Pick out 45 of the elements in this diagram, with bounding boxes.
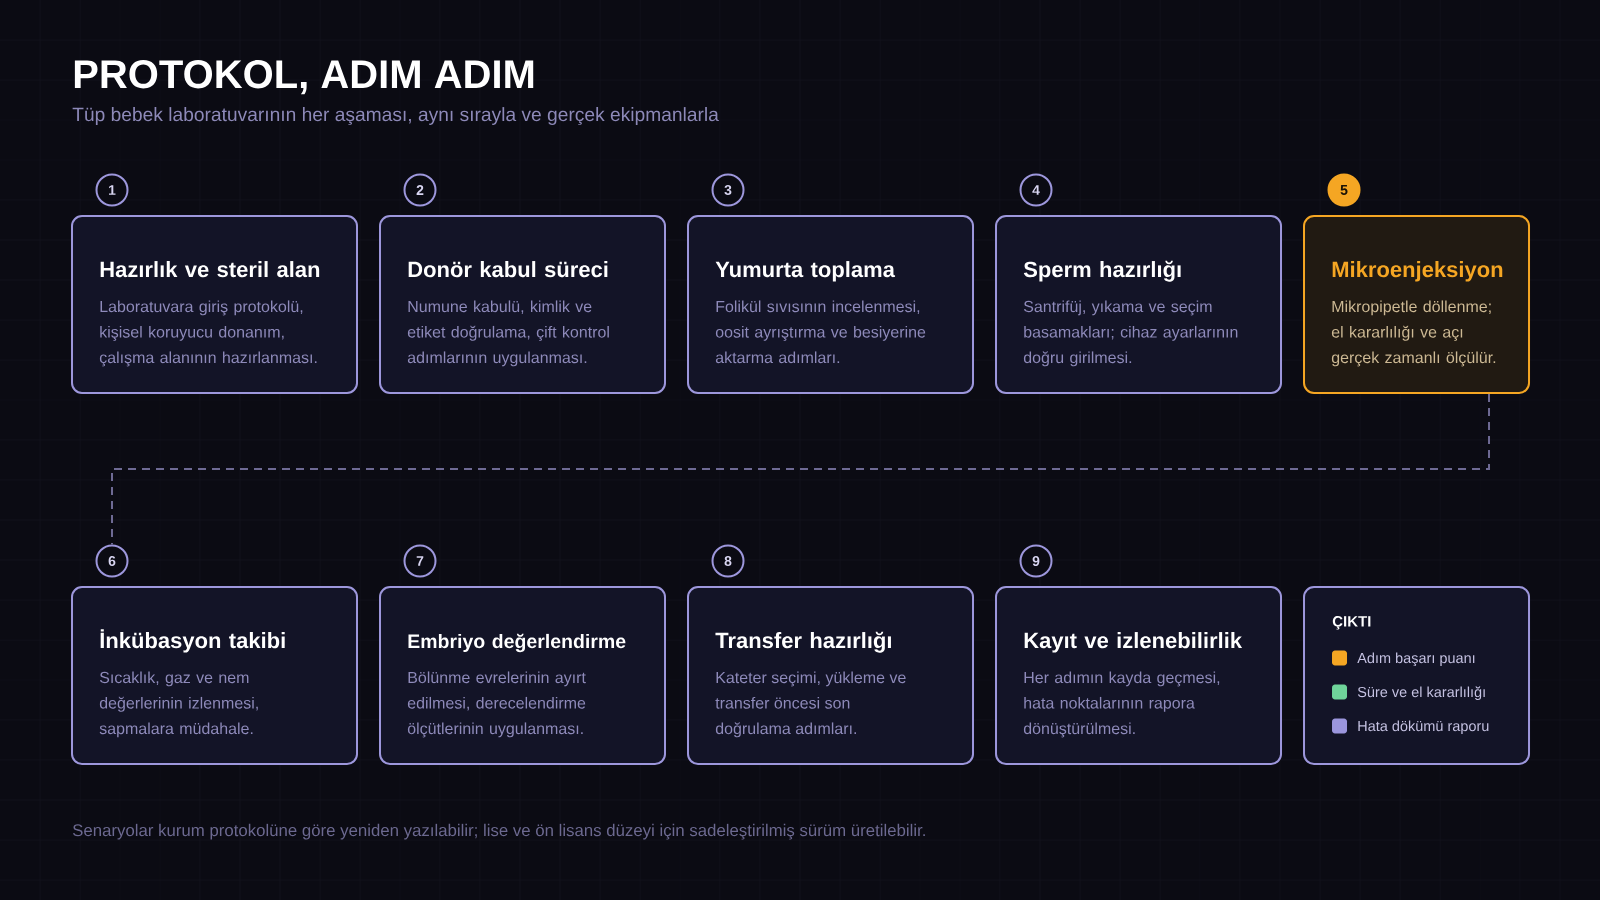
card-title: Mikroenjeksiyon bbox=[1332, 261, 1503, 282]
card-title: Sperm hazırlığı bbox=[1023, 260, 1181, 282]
card-description: Kateter seçimi, yükleme ve transfer öncesi son doğrulama adımları. bbox=[715, 671, 906, 738]
card-description: Santrifüj, yıkama ve seçim basamakları; cihaz ayarlarının doğru girilmesi. bbox=[1023, 300, 1238, 367]
card-title: Donör kabul süreci bbox=[408, 261, 608, 278]
card-title: Embriyo değerlendirme bbox=[408, 633, 626, 653]
card-description: Laboratuvara giriş protokolü, kişisel koruyucu donanım, çalışma alanının hazırlanması. bbox=[99, 300, 317, 367]
legend-label: Hata dökümü raporu bbox=[1358, 720, 1489, 734]
step-number: 7 bbox=[403, 544, 437, 578]
step-number: 6 bbox=[95, 544, 129, 578]
footnote: Senaryolar kurum protokolüne göre yeniden yazılabilir; lise ve ön lisans düzeyi için sadeleştirilmiş sürüm üretilebilir. bbox=[72, 823, 925, 840]
card-description: Mikropipetle döllenme; el kararlılığı ve açı gerçek zamanlı ölçülür. bbox=[1331, 300, 1496, 367]
step-card bbox=[995, 215, 1282, 394]
legend-card bbox=[1303, 586, 1530, 765]
step-number: 9 bbox=[1019, 544, 1053, 578]
legend-label: Süre ve el kararlılığı bbox=[1357, 686, 1485, 700]
step-card bbox=[995, 586, 1282, 765]
step-card bbox=[71, 586, 358, 765]
card-title: Yumurta toplama bbox=[715, 261, 896, 282]
step-number: 4 bbox=[1019, 173, 1053, 207]
step-number: 2 bbox=[403, 173, 437, 207]
card-description: Folikül sıvısının incelenmesi, oosit ayrıştırma ve besiyerine aktarma adımları. bbox=[715, 300, 926, 364]
step-card bbox=[379, 586, 666, 765]
dashed-connector bbox=[111, 393, 1490, 546]
card-description: Her adımın kayda geçmesi, hata noktalarının rapora dönüştürülmesi. bbox=[1023, 671, 1220, 738]
step-number: 8 bbox=[711, 544, 745, 578]
legend-label: Adım başarı puanı bbox=[1357, 652, 1475, 667]
step-card bbox=[687, 586, 974, 765]
step-card bbox=[1303, 215, 1530, 394]
step-card bbox=[687, 215, 974, 394]
subtitle: Tüp bebek laboratuvarının her aşaması, aynı sırayla ve gerçek ekipmanlarla bbox=[72, 107, 719, 126]
card-title: Kayıt ve izlenebilirlik bbox=[1024, 632, 1243, 653]
card-title: Hazırlık ve steril alan bbox=[100, 261, 320, 278]
card-description: Bölünme evrelerinin ayırt edilmesi, derecelendirme ölçütlerinin uygulanması. bbox=[407, 671, 586, 738]
card-description: Sıcaklık, gaz ve nem değerlerinin izlenmesi, sapmalara müdahale. bbox=[99, 671, 258, 738]
legend-title: ÇIKTI bbox=[1332, 616, 1371, 630]
page-title: PROTOKOL, ADIM ADIM bbox=[74, 60, 534, 95]
step-card bbox=[379, 215, 666, 394]
step-number: 1 bbox=[95, 173, 129, 207]
step-number: 3 bbox=[711, 173, 745, 207]
card-title: İnkübasyon takibi bbox=[100, 629, 285, 653]
step-number: 5 bbox=[1327, 173, 1361, 207]
card-title: Transfer hazırlığı bbox=[715, 631, 891, 653]
card-description: Numune kabulü, kimlik ve etiket doğrulama, çift kontrol adımlarının uygulanması. bbox=[407, 300, 609, 367]
step-card bbox=[71, 215, 358, 394]
